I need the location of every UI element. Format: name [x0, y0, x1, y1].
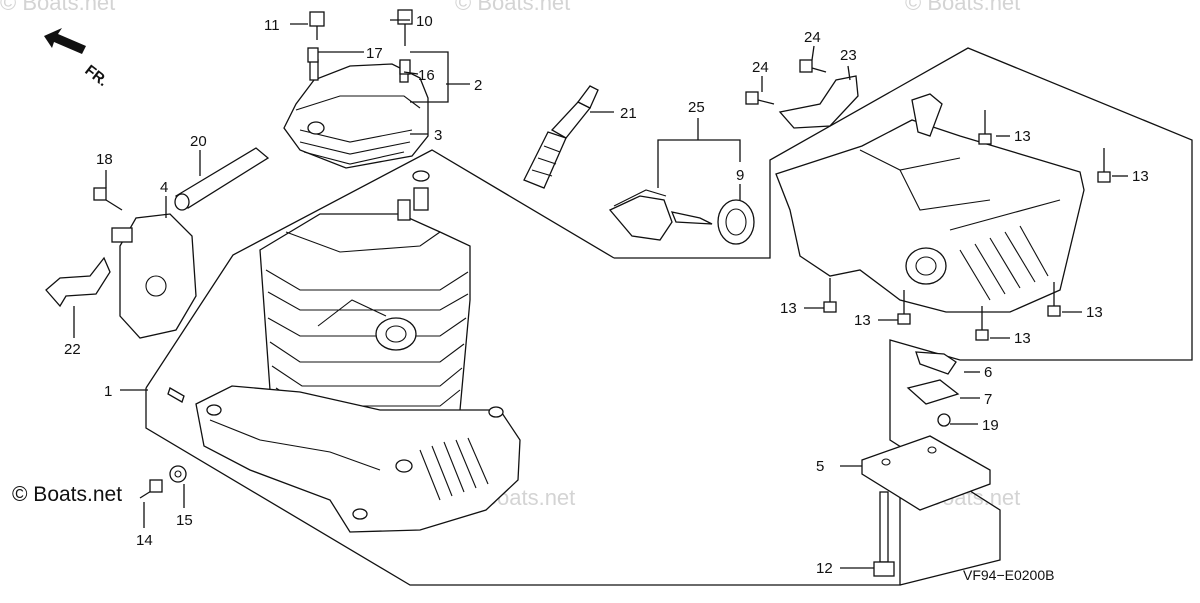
cylinder-block-part [259, 213, 471, 421]
plate-7-part [906, 379, 960, 405]
dowel-pair-part [397, 170, 430, 221]
diagram-code: VF94−E0200B [963, 567, 1055, 583]
group-boundary-crankcase [614, 47, 1193, 586]
cover-plate-part [861, 435, 991, 511]
callout-23: 23 [840, 47, 857, 64]
dowel-17-part [307, 47, 411, 75]
bolt-11-part [309, 11, 325, 40]
callout-24-a: 24 [752, 59, 769, 76]
callout-18: 18 [96, 151, 113, 168]
front-label: FR. [82, 62, 112, 90]
group-boundary-main [145, 149, 901, 586]
watermark-top-center: © Boats.net [455, 0, 570, 15]
callout-13-b: 13 [1132, 168, 1149, 185]
bracket-23-part [778, 75, 859, 129]
upper-crankcase-part [775, 93, 1085, 313]
callout-20: 20 [190, 133, 207, 150]
callout-19: 19 [982, 417, 999, 434]
bolt-14-part [139, 479, 163, 499]
spark-plug-part [523, 85, 599, 189]
bolt-18-part [93, 187, 123, 211]
copyright-text: © Boats.net [12, 483, 123, 506]
callout-labels: 1 2 3 4 5 6 7 9 10 11 12 13 13 13 13 13 … [64, 13, 1149, 577]
watermark-top-right: © Boats.net [905, 0, 1020, 15]
callout-13-e: 13 [1014, 330, 1031, 347]
callout-9: 9 [736, 167, 744, 184]
callout-5: 5 [816, 458, 824, 475]
bolt-10-part [397, 9, 413, 46]
breather-tube-part [174, 147, 270, 211]
breather-cover-part [111, 213, 197, 339]
bolt-13-part [823, 110, 1111, 341]
oil-seal-part [717, 199, 755, 245]
callout-13-f: 13 [1086, 304, 1103, 321]
callout-1: 1 [104, 383, 112, 400]
callout-17: 17 [366, 45, 383, 62]
oil-cap-part [608, 189, 713, 241]
front-arrow-icon [44, 28, 86, 54]
pin-part [167, 387, 185, 403]
callout-24-b: 24 [804, 29, 821, 46]
callout-13-d: 13 [854, 312, 871, 329]
callout-13-a: 13 [1014, 128, 1031, 145]
watermark-top-left: © Boats.net [0, 0, 115, 15]
clamp-22-part [45, 256, 111, 308]
plate-6-part [915, 351, 957, 375]
callout-25: 25 [688, 99, 705, 116]
callout-16: 16 [418, 67, 435, 84]
callout-7: 7 [984, 391, 992, 408]
bolt-12-part [873, 491, 895, 577]
bracket-25 [657, 139, 741, 188]
washer-15-part [169, 465, 187, 483]
callout-15: 15 [176, 512, 193, 529]
callout-10: 10 [416, 13, 433, 30]
callout-14: 14 [136, 532, 153, 549]
leader-lines [73, 19, 1128, 569]
washer-19-part [937, 413, 951, 427]
callout-4: 4 [160, 179, 168, 196]
callout-2: 2 [474, 77, 482, 94]
callout-13-c: 13 [780, 300, 797, 317]
callout-22: 22 [64, 341, 81, 358]
bolt-24-part [745, 59, 827, 105]
head-cover-part [283, 59, 429, 169]
callout-6: 6 [984, 364, 992, 381]
lower-crankcase-part [195, 385, 521, 533]
callout-3: 3 [434, 127, 442, 144]
callout-11: 11 [264, 17, 280, 34]
callout-21: 21 [620, 105, 637, 122]
callout-12: 12 [816, 560, 833, 577]
